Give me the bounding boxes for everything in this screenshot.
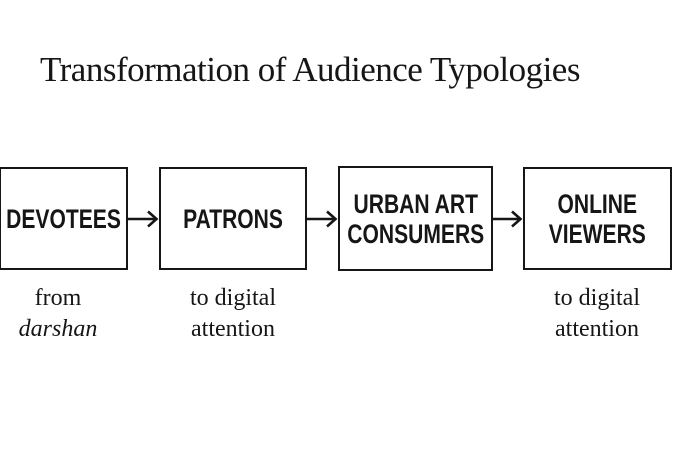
caption-line: to digital: [554, 285, 640, 311]
caption-devotees: from darshan: [0, 283, 138, 345]
node-urban-art-consumers-label: URBAN ART CONSUMERS: [347, 189, 484, 249]
node-label-line: CONSUMERS: [347, 218, 484, 249]
caption-line-italic: darshan: [18, 316, 98, 342]
node-label-line: DEVOTEES: [6, 203, 121, 234]
diagram-title: Transformation of Audience Typologies: [40, 50, 580, 89]
arrow-right-icon: [128, 210, 159, 228]
arrow-right-icon: [307, 210, 338, 228]
caption-line: attention: [191, 316, 275, 342]
node-label-line: PATRONS: [183, 203, 283, 234]
node-online-viewers: ONLINE VIEWERS: [523, 167, 672, 270]
node-devotees-label: DEVOTEES: [6, 204, 121, 234]
node-label-line: VIEWERS: [548, 218, 647, 249]
caption-line: from: [34, 285, 82, 311]
caption-line: to digital: [190, 285, 276, 311]
node-patrons: PATRONS: [159, 167, 307, 270]
node-urban-art-consumers: URBAN ART CONSUMERS: [338, 166, 493, 271]
caption-online-viewers: to digital attention: [517, 283, 677, 345]
node-devotees: DEVOTEES: [0, 167, 128, 270]
caption-patrons: to digital attention: [153, 283, 313, 345]
node-label-line: URBAN ART: [353, 188, 478, 219]
node-label-line: ONLINE: [557, 188, 638, 219]
node-patrons-label: PATRONS: [183, 204, 283, 234]
node-online-viewers-label: ONLINE VIEWERS: [549, 189, 646, 249]
caption-line: attention: [555, 316, 639, 342]
arrow-right-icon: [493, 210, 523, 228]
